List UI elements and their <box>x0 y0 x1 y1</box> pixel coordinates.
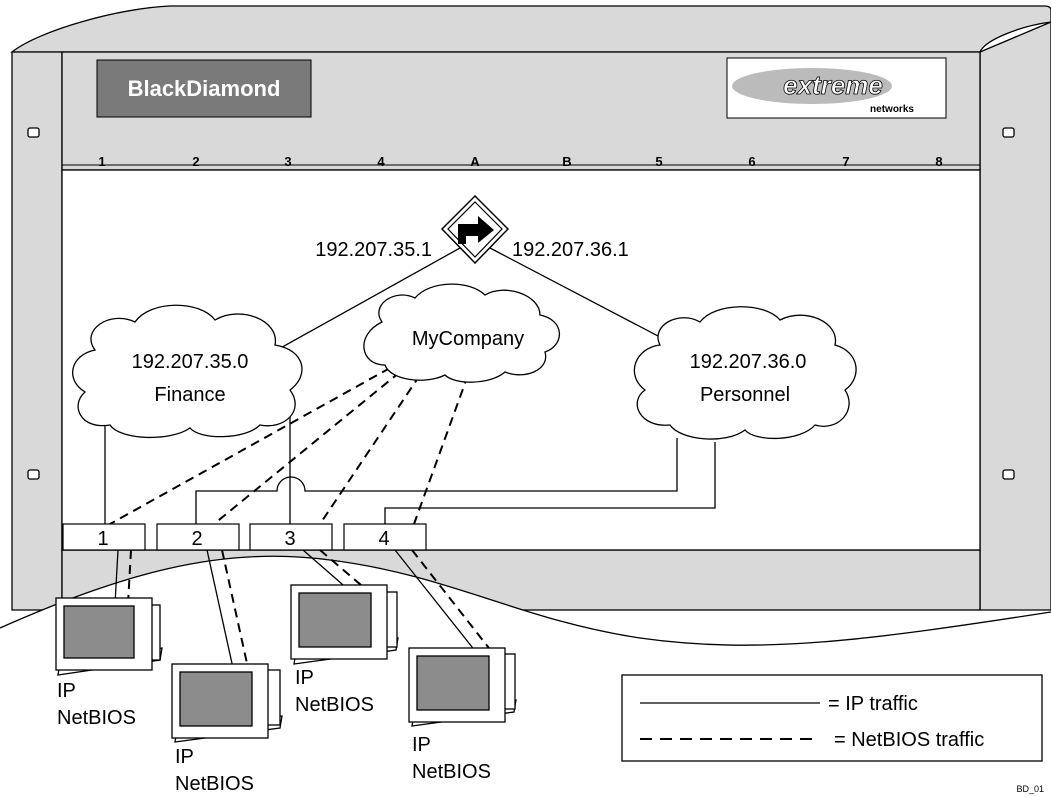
vendor-logo-subtext: networks <box>870 104 914 115</box>
slot-number: 1 <box>98 154 105 169</box>
port-1 <box>62 523 146 551</box>
slot-number: 5 <box>655 154 662 169</box>
vendor-logo-text: extreme <box>783 70 883 100</box>
chassis-top <box>10 5 1051 53</box>
port-3 <box>249 523 333 551</box>
port-4 <box>343 523 427 551</box>
cloud-mycompany: MyCompany <box>363 283 561 383</box>
workstation-proto-netbios: NetBIOS <box>175 773 254 795</box>
workstation-proto-netbios: NetBIOS <box>412 761 491 783</box>
slot-number: B <box>562 154 571 169</box>
port-2 <box>156 523 240 551</box>
workstation-proto-netbios: NetBIOS <box>295 694 374 716</box>
slot-number: 7 <box>842 154 849 169</box>
slot-number: 8 <box>935 154 942 169</box>
computer-icon <box>290 584 399 665</box>
workstation-cables <box>114 549 493 669</box>
port-label: 1 <box>97 528 108 550</box>
vendor-logo: extreme networks <box>726 57 947 119</box>
workstation-proto-ip: IP <box>412 734 431 756</box>
mount-hole-icon <box>1002 469 1015 480</box>
chassis-right-flange <box>979 21 1051 611</box>
personnel-name: Personnel <box>700 384 790 406</box>
router-left-ip: 192.207.35.1 <box>315 239 432 261</box>
cloud-personnel: 192.207.36.0 Personnel <box>633 306 857 440</box>
computer-icon <box>55 597 163 676</box>
mount-hole-icon <box>27 127 40 138</box>
netbios-connections <box>109 367 469 525</box>
legend: = IP traffic = NetBIOS traffic <box>621 674 1043 762</box>
slot-numbers: 1 2 3 4 A B 5 6 7 8 <box>98 154 942 169</box>
workstation-proto-ip: IP <box>175 746 194 768</box>
finance-subnet: 192.207.35.0 <box>132 351 249 373</box>
port-label: 4 <box>378 528 389 550</box>
cloud-finance: 192.207.35.0 Finance <box>72 304 303 439</box>
workstation-4: IP NetBIOS <box>408 647 517 783</box>
mount-hole-icon <box>27 469 40 480</box>
workstation-3: IP NetBIOS <box>290 584 399 716</box>
workstation-proto-netbios: NetBIOS <box>57 707 136 729</box>
slot-number: A <box>470 154 480 169</box>
brand-logo: BlackDiamond <box>96 59 312 118</box>
workstation-proto-ip: IP <box>57 680 76 702</box>
port-label: 2 <box>191 528 202 550</box>
mount-hole-icon <box>1002 127 1015 138</box>
workstation-proto-ip: IP <box>295 667 314 689</box>
slot-number: 2 <box>192 154 199 169</box>
workstation-1: IP NetBIOS <box>55 597 163 729</box>
finance-name: Finance <box>154 384 225 406</box>
computer-icon <box>408 647 517 727</box>
workstation-2: IP NetBIOS <box>171 663 283 795</box>
slot-number: 3 <box>284 154 291 169</box>
figure-reference: BD_01 <box>1016 784 1044 794</box>
port-label: 3 <box>284 528 295 550</box>
router <box>440 194 510 265</box>
personnel-subnet: 192.207.36.0 <box>690 351 807 373</box>
router-right-ip: 192.207.36.1 <box>512 239 629 261</box>
legend-ip-label: = IP traffic <box>828 693 918 715</box>
slot-number: 4 <box>377 154 385 169</box>
mycompany-name: MyCompany <box>412 328 524 350</box>
legend-netbios-label: = NetBIOS traffic <box>834 729 984 751</box>
brand-logo-text: BlackDiamond <box>128 76 281 101</box>
slot-number: 6 <box>748 154 755 169</box>
computer-icon <box>171 663 283 743</box>
ports <box>62 523 427 551</box>
